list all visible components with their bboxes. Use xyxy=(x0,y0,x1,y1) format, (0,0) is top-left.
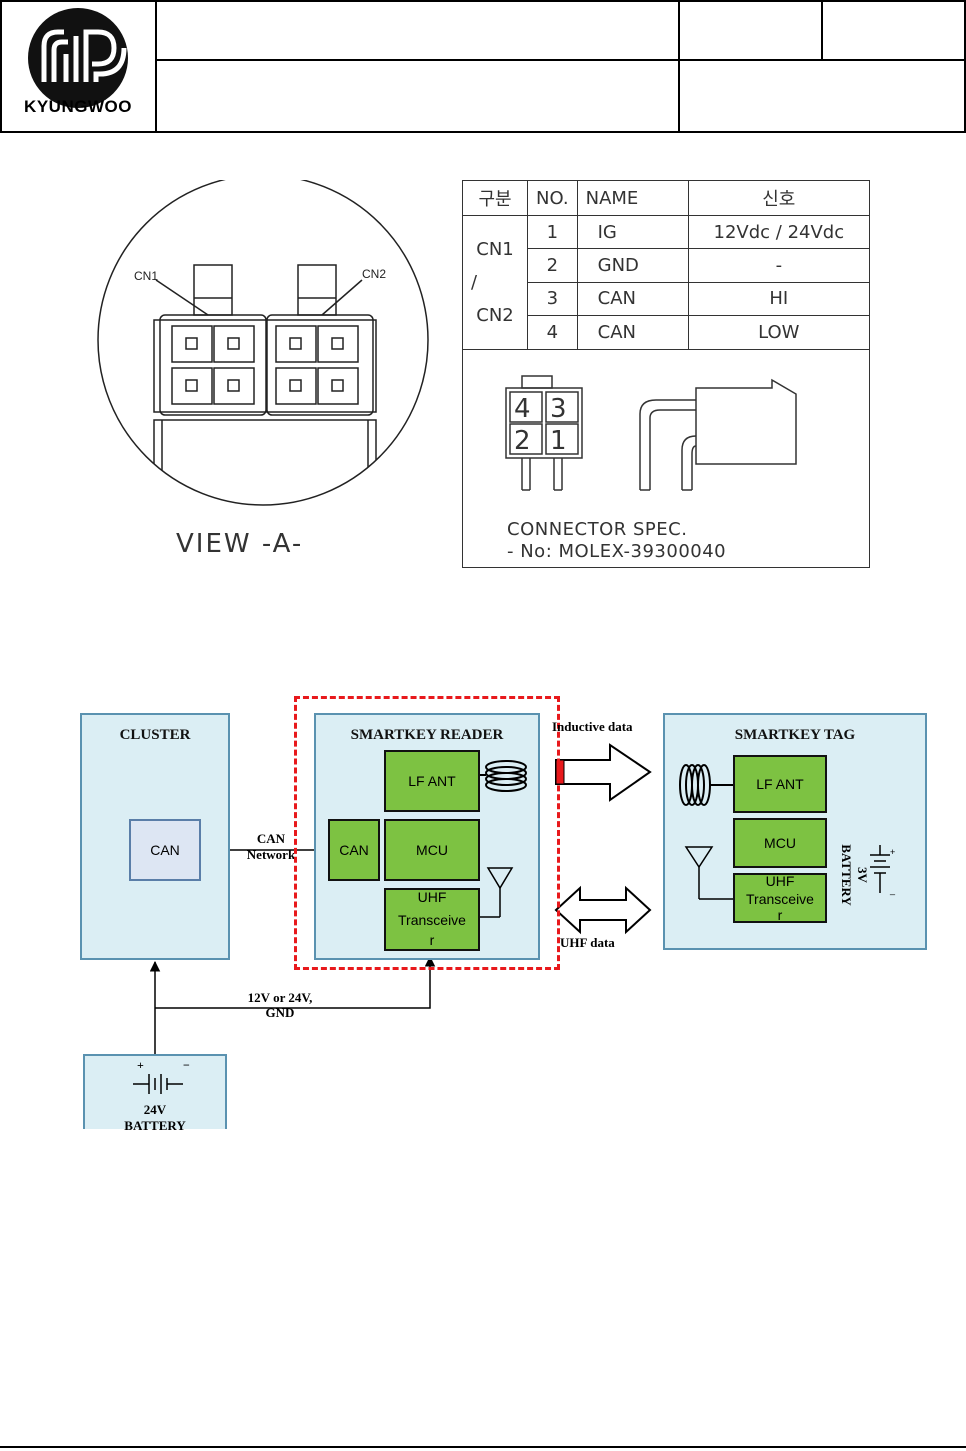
pin-number-3: 3 xyxy=(550,394,567,424)
block-diagram-wires xyxy=(149,743,652,1055)
reader-module-boundary xyxy=(294,696,560,970)
pin-name-cell: CAN xyxy=(576,314,689,351)
can-network-line: Network xyxy=(246,847,296,862)
connector-spec-title: CONNECTOR SPEC. xyxy=(507,519,688,540)
group-label-line: CN2 xyxy=(476,305,514,327)
tag-uhf-antenna-icon xyxy=(684,846,733,900)
tag-uhf-line: r xyxy=(777,907,783,923)
reader-uhf-block: UHF Transceive r xyxy=(384,888,480,951)
tag-uhf-block: UHF Transceive r xyxy=(733,873,827,923)
cluster-title: CLUSTER xyxy=(119,727,191,743)
connector-spec-box xyxy=(462,349,870,568)
can-network-label: CAN Network xyxy=(236,831,306,863)
pin-number-4: 4 xyxy=(514,394,531,424)
company-logo: KYUNGWOO xyxy=(24,8,132,116)
header-title-cell xyxy=(155,0,680,62)
main-battery-line: 24V xyxy=(143,1102,167,1117)
reader-uhf-line: UHF xyxy=(417,889,447,905)
main-battery-icon xyxy=(133,1074,183,1094)
col-header-no: NO. xyxy=(527,179,578,217)
reader-uhf-line: r xyxy=(429,932,435,948)
group-label-line: CN1 xyxy=(476,239,514,261)
company-name: KYUNGWOO xyxy=(24,97,132,116)
footer-rule xyxy=(0,1446,966,1448)
connector-spec-drawing: 4 3 2 1 xyxy=(505,375,797,491)
power-label-line: 12V or 24V, xyxy=(247,990,313,1005)
pin-number-1: 1 xyxy=(550,426,567,456)
pin-number-2: 2 xyxy=(514,426,531,456)
reader-mcu-block: MCU xyxy=(384,819,480,881)
cn2-label: CN2 xyxy=(362,267,386,281)
view-caption: VIEW -A- xyxy=(176,529,303,559)
pin-name-cell: IG xyxy=(576,215,689,250)
pin-no-cell: 1 xyxy=(527,215,578,250)
reader-uhf-line: Transceive xyxy=(398,912,466,928)
tag-mcu-block: MCU xyxy=(733,818,827,868)
tag-uhf-line: Transceive xyxy=(746,891,814,907)
main-battery-minus: − xyxy=(183,1058,190,1072)
col-header-name: NAME xyxy=(576,179,689,217)
pin-assignment-table: 구분 NO. NAME 신호 CN1 / CN2 1 IG 12Vdc / 24… xyxy=(462,179,871,351)
connector-view-drawing: CN1 CN2 VIEW -A- xyxy=(97,180,429,559)
svg-text:+: + xyxy=(890,847,895,857)
col-header-signal: 신호 xyxy=(687,179,871,217)
inductive-data-label: Inductive data xyxy=(552,719,633,734)
can-network-line: CAN xyxy=(256,831,286,846)
tag-battery-line: BATTERY xyxy=(839,844,854,906)
header-subtitle-cell xyxy=(155,59,680,133)
document-header: KYUNGWOO xyxy=(0,0,966,133)
cluster-can-block: CAN xyxy=(129,819,201,881)
col-header-group: 구분 xyxy=(462,179,528,217)
main-battery-plus: + xyxy=(137,1058,144,1072)
tag-battery-label: 3V BATTERY xyxy=(822,835,872,915)
tag-antenna-symbols xyxy=(679,764,733,900)
main-battery-line: BATTERY xyxy=(124,1118,186,1133)
pin-no-cell: 3 xyxy=(527,281,578,316)
pin-signal-cell: - xyxy=(687,248,871,283)
tag-battery-icon: + _ xyxy=(870,845,896,895)
pin-signal-cell: LOW xyxy=(687,314,871,351)
pin-signal-cell: HI xyxy=(687,281,871,316)
svg-text:_: _ xyxy=(889,885,896,895)
reader-can-block: CAN xyxy=(328,819,380,881)
power-label-line: GND xyxy=(265,1005,295,1020)
main-battery-block: + − 24V BATTERY xyxy=(83,1054,227,1133)
group-label-cell: CN1 / CN2 xyxy=(462,215,528,350)
reader-title: SMARTKEY READER xyxy=(350,727,504,743)
connector-spec-part: - No: MOLEX-39300040 xyxy=(507,541,727,562)
reader-coil-icon xyxy=(480,760,527,792)
pin-name-cell: CAN xyxy=(576,281,689,316)
tag-lf-ant-block: LF ANT xyxy=(733,755,827,813)
logo-cell: KYUNGWOO xyxy=(0,0,157,133)
group-label-line: / xyxy=(471,272,478,294)
header-doc-no-cell xyxy=(678,0,823,62)
reader-antenna-symbols xyxy=(480,760,527,918)
uhf-data-label: UHF data xyxy=(560,935,615,950)
power-label: 12V or 24V, GND xyxy=(232,990,328,1020)
pin-no-cell: 4 xyxy=(527,314,578,351)
header-page-cell xyxy=(678,59,966,133)
tag-uhf-line: UHF xyxy=(765,873,795,889)
pin-name-cell: GND xyxy=(576,248,689,283)
pin-no-cell: 2 xyxy=(527,248,578,283)
tag-coil-icon xyxy=(679,764,733,806)
main-battery-label: 24V BATTERY xyxy=(85,1102,225,1134)
header-rev-cell xyxy=(821,0,966,62)
pin-signal-cell: 12Vdc / 24Vdc xyxy=(687,215,871,250)
tag-title: SMARTKEY TAG xyxy=(734,727,856,743)
cn1-label: CN1 xyxy=(134,269,158,283)
reader-lf-ant-block: LF ANT xyxy=(384,750,480,812)
reader-uhf-antenna-icon xyxy=(480,867,514,918)
